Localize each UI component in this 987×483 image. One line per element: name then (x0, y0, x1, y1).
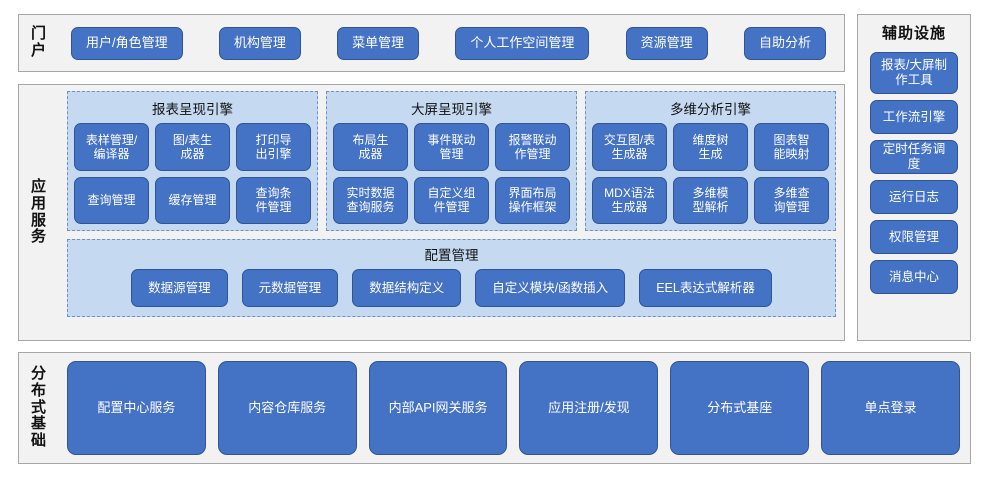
dist-button-config-center-service[interactable]: 配置中心服务 (67, 361, 206, 455)
engines-row: 报表呈现引擎 表样管理/ 编译器 图/表生 成器 打印导 出引擎 查询管理 缓存… (67, 91, 836, 231)
engine-olap-item-query-management[interactable]: 多维查 询管理 (754, 176, 829, 224)
engine-report-item-template-manager[interactable]: 表样管理/ 编译器 (74, 123, 149, 171)
aux-facilities-title: 辅助设施 (881, 25, 946, 42)
distributed-base-section: 分布式基础 配置中心服务 内容仓库服务 内部API网关服务 应用注册/发现 分布… (18, 352, 971, 464)
aux-button-message-center[interactable]: 消息中心 (870, 260, 958, 294)
engine-olap-item-smart-chart-mapping[interactable]: 图表智 能映射 (754, 123, 829, 171)
engine-multidimensional-analysis-grid: 交互图/表 生成器 维度树 生成 图表智 能映射 MDX语法 生成器 多维模 型… (592, 123, 829, 224)
portal-button-user-role[interactable]: 用户/角色管理 (71, 26, 183, 60)
engine-dashboard-rendering-grid: 布局生 成器 事件联动 管理 报警联动 作管理 实时数据 查询服务 自定义组 件… (333, 123, 570, 224)
configuration-management-block: 配置管理 数据源管理 元数据管理 数据结构定义 自定义模块/函数插入 EEL表达… (67, 239, 836, 317)
portal-button-org[interactable]: 机构管理 (218, 26, 301, 60)
dist-button-app-register-discovery[interactable]: 应用注册/发现 (519, 361, 659, 455)
engine-dashboard-item-realtime-query-service[interactable]: 实时数据 查询服务 (333, 176, 408, 224)
portal-button-self-service-analysis[interactable]: 自助分析 (743, 26, 826, 60)
engine-multidimensional-analysis: 多维分析引擎 交互图/表 生成器 维度树 生成 图表智 能映射 MDX语法 生成… (585, 91, 836, 231)
engine-olap-item-interactive-chart-generator[interactable]: 交互图/表 生成器 (592, 123, 667, 171)
engine-report-item-query-condition-management[interactable]: 查询条 件管理 (236, 176, 311, 224)
config-button-metadata-management[interactable]: 元数据管理 (241, 269, 339, 307)
portal-section-label: 门户 (30, 25, 47, 59)
config-button-data-structure-definition[interactable]: 数据结构定义 (352, 269, 462, 307)
portal-button-workspace[interactable]: 个人工作空间管理 (455, 26, 590, 60)
distributed-base-label: 分布式基础 (30, 365, 47, 450)
aux-button-scheduled-task[interactable]: 定时任务调度 (870, 140, 958, 174)
engine-dashboard-item-layout-generator[interactable]: 布局生 成器 (333, 123, 408, 171)
engine-dashboard-item-custom-component[interactable]: 自定义组 件管理 (414, 176, 489, 224)
engine-report-rendering: 报表呈现引擎 表样管理/ 编译器 图/表生 成器 打印导 出引擎 查询管理 缓存… (67, 91, 318, 231)
config-button-eel-expression-parser[interactable]: EEL表达式解析器 (639, 269, 772, 307)
portal-button-resource[interactable]: 资源管理 (625, 26, 708, 60)
dist-button-distributed-foundation[interactable]: 分布式基座 (670, 361, 810, 455)
dist-button-single-sign-on[interactable]: 单点登录 (821, 361, 960, 455)
engine-dashboard-item-event-linkage[interactable]: 事件联动 管理 (414, 123, 489, 171)
engine-dashboard-rendering-title: 大屏呈现引擎 (411, 102, 492, 117)
engine-dashboard-item-alarm-linkage-action[interactable]: 报警联动 作管理 (495, 123, 570, 171)
portal-button-row: 用户/角色管理 机构管理 菜单管理 个人工作空间管理 资源管理 自助分析 (67, 15, 836, 71)
engine-report-item-chart-table-generator[interactable]: 图/表生 成器 (155, 123, 230, 171)
aux-button-workflow-engine[interactable]: 工作流引擎 (870, 100, 958, 134)
config-button-datasource-management[interactable]: 数据源管理 (131, 269, 228, 307)
configuration-management-row: 数据源管理 元数据管理 数据结构定义 自定义模块/函数插入 EEL表达式解析器 (78, 268, 825, 308)
application-services-label: 应用服务 (30, 177, 47, 246)
dist-button-internal-api-gateway-service[interactable]: 内部API网关服务 (368, 361, 508, 455)
engine-olap-item-mdx-syntax-generator[interactable]: MDX语法 生成器 (592, 176, 667, 224)
dist-button-content-repository-service[interactable]: 内容仓库服务 (217, 361, 357, 455)
distributed-base-row: 配置中心服务 内容仓库服务 内部API网关服务 应用注册/发现 分布式基座 单点… (67, 361, 960, 455)
engine-dashboard-item-ui-layout-framework[interactable]: 界面布局 操作框架 (495, 176, 570, 224)
config-button-custom-module-function[interactable]: 自定义模块/函数插入 (475, 269, 626, 307)
aux-button-permission-management[interactable]: 权限管理 (870, 220, 958, 254)
engine-report-item-cache-management[interactable]: 缓存管理 (155, 176, 230, 224)
engine-multidimensional-analysis-title: 多维分析引擎 (670, 102, 751, 117)
portal-button-menu[interactable]: 菜单管理 (337, 26, 420, 60)
engine-report-rendering-grid: 表样管理/ 编译器 图/表生 成器 打印导 出引擎 查询管理 缓存管理 查询条 … (74, 123, 311, 224)
engine-report-rendering-title: 报表呈现引擎 (152, 102, 233, 117)
application-services-section: 应用服务 报表呈现引擎 表样管理/ 编译器 图/表生 成器 打印导 出引擎 查询… (18, 84, 845, 341)
application-services-body: 报表呈现引擎 表样管理/ 编译器 图/表生 成器 打印导 出引擎 查询管理 缓存… (67, 91, 836, 334)
aux-facilities-section: 辅助设施 报表/大屏制 作工具 工作流引擎 定时任务调度 运行日志 权限管理 消… (857, 14, 971, 341)
configuration-management-title: 配置管理 (424, 248, 479, 263)
portal-section: 门户 用户/角色管理 机构管理 菜单管理 个人工作空间管理 资源管理 自助分析 (18, 14, 845, 72)
engine-report-item-query-management[interactable]: 查询管理 (74, 176, 149, 224)
engine-olap-item-model-parsing[interactable]: 多维模 型解析 (673, 176, 748, 224)
engine-dashboard-rendering: 大屏呈现引擎 布局生 成器 事件联动 管理 报警联动 作管理 实时数据 查询服务… (326, 91, 577, 231)
aux-button-runtime-log[interactable]: 运行日志 (870, 180, 958, 214)
engine-olap-item-dimension-tree-generation[interactable]: 维度树 生成 (673, 123, 748, 171)
aux-button-report-dashboard-tool[interactable]: 报表/大屏制 作工具 (870, 52, 958, 94)
engine-report-item-print-export-engine[interactable]: 打印导 出引擎 (236, 123, 311, 171)
